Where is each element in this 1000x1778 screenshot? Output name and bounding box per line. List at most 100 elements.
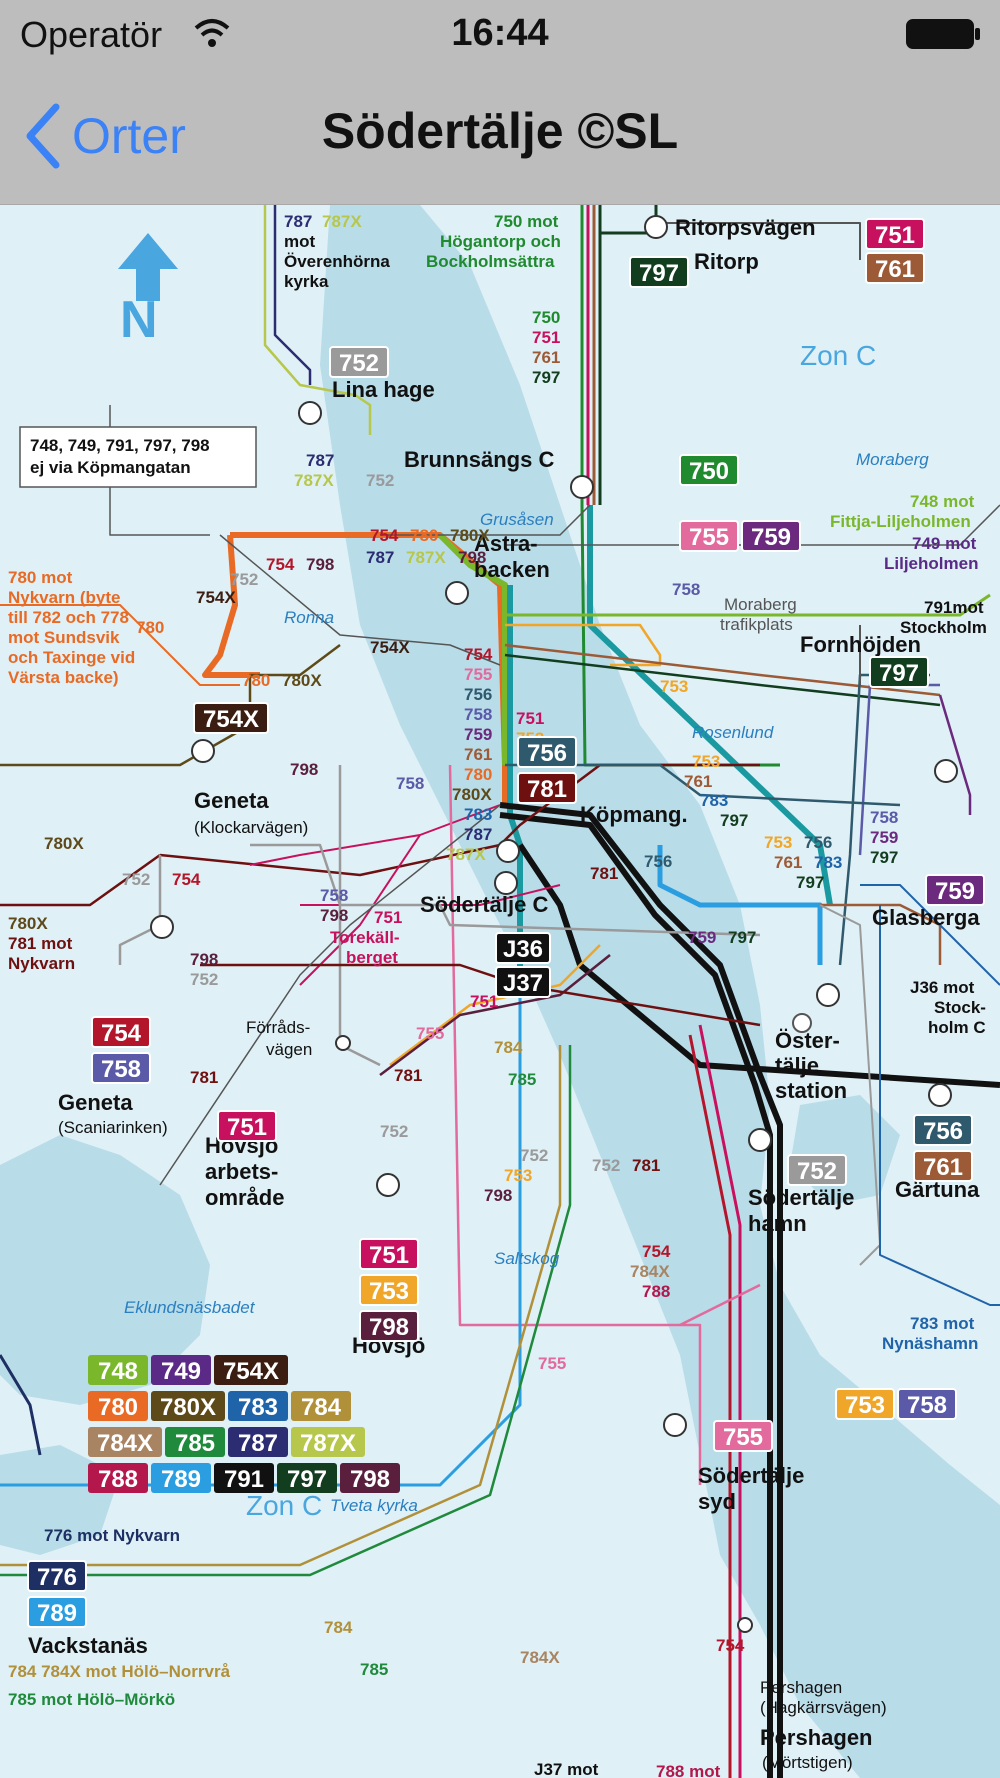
navigation-bar: Orter Södertälje ©SL [0,68,1000,205]
map-note: Värsta backe) [8,668,119,687]
stop-name: Astra- [474,531,538,556]
line-badge-label: 797 [639,260,679,287]
line-label: 780X [282,671,322,690]
line-label: 754X [370,638,410,657]
stop-name-sub: (Hagkärrsvägen) [760,1698,887,1717]
legend-item: 784 [291,1391,351,1421]
line-label: 753 [504,1166,532,1185]
line-label: 753 [692,752,720,771]
line-label: 752 [190,970,218,989]
line-label: 785 [360,1660,388,1679]
line-badge: 755 [679,520,739,552]
line-badge: 751 [865,218,925,250]
status-bar: Operatör 16:44 [0,0,1000,68]
line-label: 753 [764,833,792,852]
map-note: Överenhörna [284,252,390,271]
stop-name: Köpmang. [580,802,688,827]
map-note: J36 mot [910,978,975,997]
north-arrow-icon: N [118,233,178,349]
legend-label: 754X [223,1358,279,1385]
line-label: 758 [672,580,700,599]
map-note: 750 mot [494,212,559,231]
line-label: 780X [450,526,490,545]
stop-name: hamn [748,1211,807,1236]
line-label: 761 [684,772,712,791]
legend-label: 784 [301,1394,342,1421]
legend-label: 749 [161,1358,201,1385]
place-name: Ronna [284,608,334,627]
stop-name: Geneta [58,1090,133,1115]
line-label: 780X [452,785,492,804]
line-badge: 758 [91,1052,151,1084]
battery-icon [906,19,980,49]
line-badge-label: 789 [37,1600,77,1627]
line-badge-label: 753 [845,1392,885,1419]
line-label: 758 [464,705,492,724]
legend-item: 785 [165,1427,225,1457]
line-badge-label: 753 [369,1278,409,1305]
line-label: 752 [366,471,394,490]
line-label: 752 [592,1156,620,1175]
stop-name: vägen [266,1040,312,1059]
line-label: 754 [370,526,399,545]
map-note: Nykvarn (byte [8,588,120,607]
line-badge-label: J37 [503,970,543,997]
place-name: Rosenlund [692,723,774,742]
legend-label: 788 [98,1466,138,1493]
map-note: 791mot [924,598,984,617]
line-label: 755 [464,665,492,684]
line-badge-label: 758 [101,1056,141,1083]
line-badge: 776 [27,1560,87,1592]
clock: 16:44 [451,12,549,54]
line-label: 758 [320,886,348,905]
line-badge: 753 [835,1388,895,1420]
line-label: 787 [306,451,334,470]
map-note: och Taxinge vid [8,648,135,667]
chevron-left-icon [26,103,60,169]
place-name: Saltskog [494,1249,560,1268]
line-label: 787 [464,825,492,844]
line-badge-label: 752 [797,1158,837,1185]
stop-name: Södertälje [698,1463,804,1488]
line-label: 798 [458,548,486,567]
line-badge: 761 [913,1150,973,1182]
stop-name: Öster- [775,1028,840,1053]
legend-item: 791 [214,1463,274,1493]
line-badge: 751 [359,1238,419,1270]
stop-name: Geneta [194,788,269,813]
line-badge: J37 [495,966,551,998]
map-note: 781 mot [8,934,73,953]
line-badge-label: 798 [369,1314,409,1341]
map-note: 787X [322,212,362,231]
back-button[interactable]: Orter [22,100,186,172]
stop-name: Södertälje C [420,892,548,917]
line-badge: 751 [217,1110,277,1142]
line-label: 761 [774,853,802,872]
line-badge: J36 [495,932,551,964]
map-note: 780X [8,914,48,933]
line-badge-label: 755 [689,524,729,551]
map-note: holm C [928,1018,986,1037]
map-note: Liljeholmen [884,554,978,573]
map-note: 748, 749, 791, 797, 798 [30,436,210,455]
map-note: 784 784X mot Hölö–Norrvrå [8,1662,231,1681]
line-badge: 756 [517,736,577,768]
legend-item: 749 [151,1355,211,1385]
map-note: 783 mot [910,1314,975,1333]
legend-item: 780X [151,1391,225,1421]
line-label: 752 [520,1146,548,1165]
north-label: N [120,291,158,349]
line-badge: 756 [913,1114,973,1146]
line-label: 783 [700,791,728,810]
line-label: 797 [720,811,748,830]
bus-network-map[interactable]: N Zon C Zon C Ritorpsvägen Ritorp Lina h… [0,205,1000,1778]
line-label: 797 [870,848,898,867]
line-label: 781 [632,1156,660,1175]
map-note: 785 mot Hölö–Mörkö [8,1690,175,1709]
legend-label: 787 [238,1430,278,1457]
line-label: 787 [366,548,394,567]
line-label: 780 [464,765,492,784]
line-badge-label: 751 [875,222,915,249]
legend-label: 780 [98,1394,138,1421]
legend-label: 784X [97,1430,153,1457]
